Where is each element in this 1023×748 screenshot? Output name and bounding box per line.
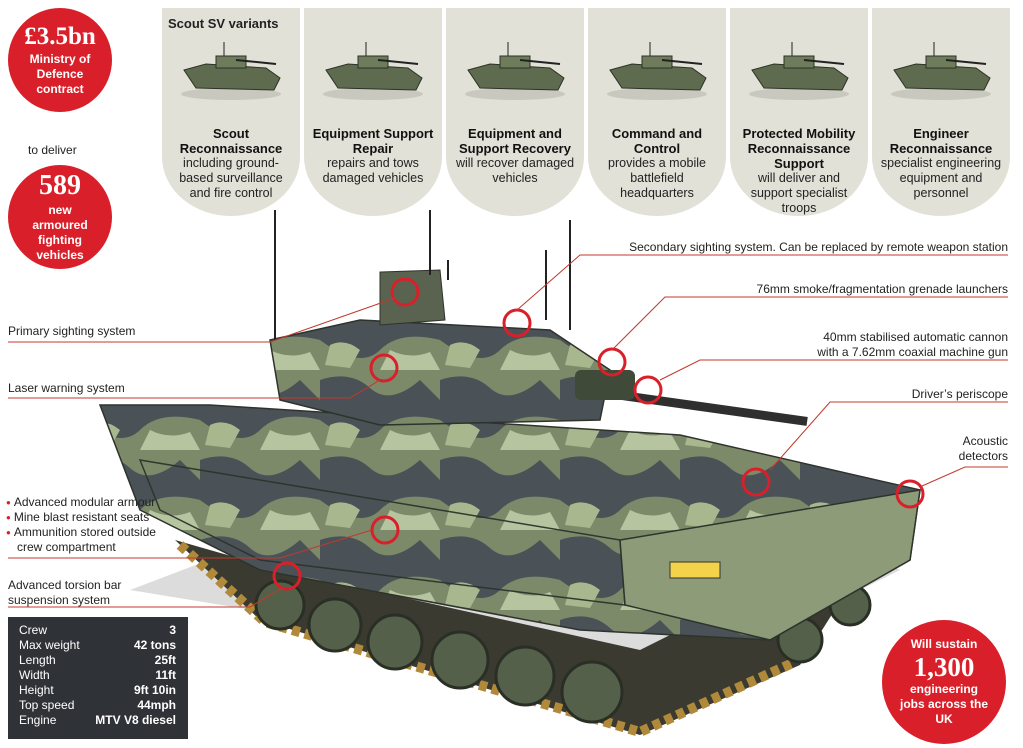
marker-coax	[633, 375, 663, 405]
variant-description: specialist engineering equipment and per…	[880, 156, 1002, 200]
spec-label: Top speed	[19, 698, 75, 712]
feature-item: Ammunition stored outside	[6, 525, 156, 540]
spec-value: MTV V8 diesel	[95, 713, 176, 727]
variant-name: Equipment and Support Recovery	[459, 126, 571, 156]
spec-value: 9ft 10in	[133, 683, 176, 697]
spec-label: Width	[19, 668, 50, 682]
variant-vehicle-image	[304, 42, 442, 112]
variant-vehicle-image	[588, 42, 726, 112]
variant-name: Command and Control	[611, 126, 703, 156]
marker-cannon	[597, 347, 627, 377]
spec-row: Width 11ft	[8, 668, 188, 683]
variant-vehicle-image	[446, 42, 584, 112]
variant-name: Engineer Reconnaissance	[889, 126, 993, 156]
spec-row: Top speed 44mph	[8, 698, 188, 713]
variant-vehicle-image	[730, 42, 868, 112]
spec-value: 3	[169, 623, 176, 637]
jobs-pre: Will sustain	[910, 637, 978, 651]
marker-laser	[369, 353, 399, 383]
contract-amount: £3.5bn	[24, 22, 96, 50]
marker-periscope	[741, 467, 771, 497]
spec-row: Height 9ft 10in	[8, 683, 188, 698]
label-laser-warning: Laser warning system	[8, 381, 125, 395]
variant-name: Equipment Support Repair	[312, 126, 434, 156]
vehicles-count: 589	[39, 170, 81, 201]
spec-row: Length 25ft	[8, 653, 188, 668]
marker-acoustic	[895, 479, 925, 509]
label-cannon-line2: with a 7.62mm coaxial machine gun	[817, 345, 1008, 359]
armour-feature-list: Advanced modular armour Mine blast resis…	[6, 495, 156, 540]
variant-description: repairs and tows damaged vehicles	[322, 156, 424, 185]
label-driver-periscope: Driver’s periscope	[911, 387, 1008, 401]
jobs-badge: Will sustain 1,300 engineering jobs acro…	[882, 620, 1006, 744]
label-torsion-line2: suspension system	[8, 593, 111, 607]
spec-value: 11ft	[155, 668, 176, 682]
spec-row: Max weight 42 tons	[8, 638, 188, 653]
marker-secondary-sight	[390, 277, 420, 307]
label-primary-sighting: Primary sighting system	[8, 324, 136, 338]
label-acoustic-line2: detectors	[958, 449, 1008, 463]
feature-item: Advanced modular armour	[6, 495, 156, 510]
spec-label: Engine	[19, 713, 57, 727]
contract-text: Ministry of Defence contract	[29, 51, 91, 96]
vehicles-text: new armoured fighting vehicles	[32, 203, 88, 262]
jobs-count: 1,300	[913, 652, 975, 682]
variant-description: including ground-based surveillance and …	[179, 156, 283, 200]
variant-panel: Protected Mobility Reconnaissance Suppor…	[730, 8, 868, 216]
spec-value: 44mph	[137, 698, 176, 712]
spec-label: Max weight	[19, 638, 80, 652]
jobs-post: engineering jobs across the UK	[899, 682, 989, 726]
vehicles-badge: 589 new armoured fighting vehicles	[8, 165, 112, 269]
label-cannon-line1: 40mm stabilised automatic cannon	[823, 330, 1008, 344]
marker-armour	[370, 515, 400, 545]
feature-item: Mine blast resistant seats	[6, 510, 156, 525]
label-torsion-line1: Advanced torsion bar	[8, 578, 122, 592]
ajax-vehicle-illustration	[98, 210, 921, 738]
variant-description: provides a mobile battlefield headquarte…	[608, 156, 706, 200]
variant-name: Protected Mobility Reconnaissance Suppor…	[742, 126, 856, 171]
variant-vehicle-image	[872, 42, 1010, 112]
to-deliver-text: to deliver	[28, 143, 77, 157]
marker-suspension	[272, 561, 302, 591]
contract-badge: £3.5bn Ministry of Defence contract	[8, 8, 112, 112]
marker-grenade	[502, 308, 532, 338]
spec-label: Height	[19, 683, 54, 697]
label-grenade-launchers: 76mm smoke/fragmentation grenade launche…	[756, 282, 1008, 296]
spec-label: Crew	[19, 623, 48, 637]
spec-row: Engine MTV V8 diesel	[8, 713, 188, 728]
spec-value: 42 tons	[133, 638, 176, 652]
variant-description: will deliver and support specialist troo…	[750, 171, 848, 215]
spec-value: 25ft	[154, 653, 176, 667]
label-secondary-sighting: Secondary sighting system. Can be replac…	[629, 240, 1008, 254]
variant-vehicle-image	[162, 42, 300, 112]
spec-row: Crew 3	[8, 623, 188, 638]
variant-description: will recover damaged vehicles	[455, 156, 575, 185]
label-acoustic-line1: Acoustic	[962, 434, 1008, 448]
feature-item-continuation: crew compartment	[17, 540, 116, 554]
spec-label: Length	[19, 653, 56, 667]
variant-name: Scout Reconnaissance	[179, 126, 283, 156]
variants-title: Scout SV variants	[168, 16, 279, 31]
